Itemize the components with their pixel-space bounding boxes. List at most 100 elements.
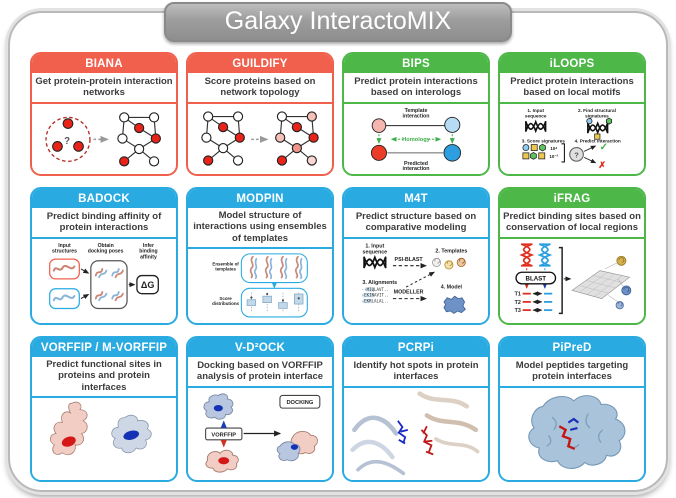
score-distributions-label: Score <box>219 296 232 301</box>
fragment-rows: T1 T2 T3 <box>515 291 553 314</box>
svg-text:sequence: sequence <box>363 249 388 255</box>
pcrpi-diagram <box>350 391 480 476</box>
card-desc-iloops: Predict protein interactions based on lo… <box>500 73 644 104</box>
step2-label: 2. Find structural <box>578 108 616 113</box>
card-vorffip: VORFFIP / M-VORFFIP Predict functional s… <box>30 336 178 482</box>
card-m4t: M4T Predict structure based on comparati… <box>342 187 490 325</box>
dna-icon <box>525 121 547 132</box>
structure-blue-icon <box>621 285 632 296</box>
step1-label: 1. Input <box>527 108 544 113</box>
input-structure-a-box <box>49 258 80 280</box>
card-body-badock: Input structures Obtain docking poses In… <box>32 239 176 323</box>
svg-text:distributions: distributions <box>212 301 239 306</box>
scored-network <box>275 111 319 166</box>
interface-patch-red <box>218 457 230 465</box>
guildify-diagram <box>201 111 319 166</box>
structure-small-icon <box>615 301 624 310</box>
step1-label: 1. Input <box>365 244 384 250</box>
ensemble-label: Ensemble of <box>212 262 239 267</box>
card-desc-badock: Predict binding affinity of protein inte… <box>32 208 176 239</box>
peptide-red <box>558 425 576 450</box>
input-structure-b-box <box>49 288 80 310</box>
vorffip-diagram <box>49 401 152 456</box>
card-pcrpi: PCRPi Identify hot spots in protein inte… <box>342 336 490 482</box>
card-pipred: PiPreD Model peptides targeting protein … <box>498 336 646 482</box>
card-body-m4t: 1. Input sequence PSI-BLAST 2. Templates… <box>344 239 488 323</box>
svg-text:affinity: affinity <box>140 254 157 260</box>
card-title-vorffip: VORFFIP / M-VORFFIP <box>32 338 176 357</box>
peptide-blue <box>567 417 580 431</box>
biana-diagram: ? <box>45 112 161 167</box>
psiblast-label: PSI-BLAST <box>395 257 424 263</box>
step3-label: 3. Score signatures <box>522 138 566 143</box>
card-title-biana: BIANA <box>32 54 176 73</box>
hotspot-sticks-red <box>420 425 434 456</box>
card-title-badock: BADOCK <box>32 189 176 208</box>
protein-blue-icon <box>52 294 76 302</box>
svg-text:interaction: interaction <box>403 166 430 171</box>
docked-interface-patch <box>290 444 299 450</box>
dna-icon <box>587 122 609 134</box>
card-body-ifrag: BLAST T1 T2 T3 <box>500 239 644 323</box>
modpin-diagram: Ensemble of templates Score distribution… <box>212 253 308 318</box>
check-icon: ✓ <box>600 142 608 153</box>
blast-label: BLAST <box>526 276 547 283</box>
structure-gold-icon <box>616 255 627 266</box>
bracket <box>561 143 566 163</box>
card-desc-ifrag: Predict binding sites based on conservat… <box>500 208 644 239</box>
iloops-diagram: 1. Input sequence 2. Find structural sig… <box>522 108 621 170</box>
bracket <box>558 246 563 315</box>
alignments-label: 3. Alignments <box>362 280 397 286</box>
card-iloops: iLOOPS Predict protein interactions base… <box>498 52 646 176</box>
card-desc-vd2ock: Docking based on VORFFIP analysis of pro… <box>188 357 332 388</box>
signature-square-icon <box>594 133 601 140</box>
card-title-iloops: iLOOPS <box>500 54 644 73</box>
docking-box <box>279 394 321 409</box>
card-body-pcrpi <box>344 388 488 480</box>
card-desc-m4t: Predict structure based on comparative m… <box>344 208 488 239</box>
card-title-vd2ock: V-D²OCK <box>188 338 332 357</box>
blast-pill <box>515 271 557 285</box>
card-biana: BIANA Get protein-protein interaction ne… <box>30 52 178 176</box>
dna-icon <box>363 256 387 269</box>
model-structure-icon <box>443 295 466 314</box>
t1-label: T1 <box>515 292 521 298</box>
dna-red-icon <box>520 243 533 267</box>
card-desc-modpin: Model structure of interactions using en… <box>188 208 332 250</box>
card-desc-guildify: Score proteins based on network topology <box>188 73 332 104</box>
docking-label: DOCKING <box>286 400 313 406</box>
card-body-vd2ock: DOCKING VORFFIP <box>188 388 332 480</box>
badock-diagram: Input structures Obtain docking poses In… <box>49 243 159 310</box>
card-desc-biana: Get protein-protein interaction networks <box>32 73 176 104</box>
card-body-vorffip <box>32 398 176 480</box>
protein-ribbons <box>350 391 480 476</box>
pipred-diagram <box>528 395 626 469</box>
binding-affinity-label: Infer <box>143 243 154 249</box>
card-body-pipred <box>500 388 644 480</box>
card-bips: BIPS Predict protein interactions based … <box>342 52 490 176</box>
protein-surface-blue <box>528 395 626 469</box>
svg-text:binding: binding <box>139 249 157 255</box>
card-title-pcrpi: PCRPi <box>344 338 488 357</box>
cross-icon: ✗ <box>598 160 606 170</box>
svg-text:templates: templates <box>215 267 236 272</box>
interaction-network <box>117 112 161 167</box>
svg-text:docking poses: docking poses <box>88 249 124 255</box>
score-low: 10⁻² <box>549 154 558 159</box>
homology-label: Homology <box>402 137 431 143</box>
delta-g-label: ΔG <box>141 280 155 290</box>
signature-circle-icon <box>586 118 593 125</box>
card-ifrag: iFRAG Predict binding sites based on con… <box>498 187 646 325</box>
card-desc-pipred: Model peptides targeting protein interfa… <box>500 357 644 388</box>
step4-label: 4. Predict interaction <box>575 138 621 143</box>
vd2ock-diagram: DOCKING VORFFIP <box>203 393 321 473</box>
t3-label: T3 <box>515 308 521 314</box>
svg-text:structures: structures <box>52 249 77 255</box>
question-mark: ? <box>64 136 70 147</box>
card-body-bips: Template interaction Homology Predicted … <box>344 104 488 174</box>
predicted-protein-b <box>443 144 462 162</box>
seed-set-circle <box>45 116 91 162</box>
protein-surface-pink <box>49 401 88 456</box>
card-body-guildify <box>188 104 332 174</box>
functional-site-red-patch <box>61 436 76 447</box>
